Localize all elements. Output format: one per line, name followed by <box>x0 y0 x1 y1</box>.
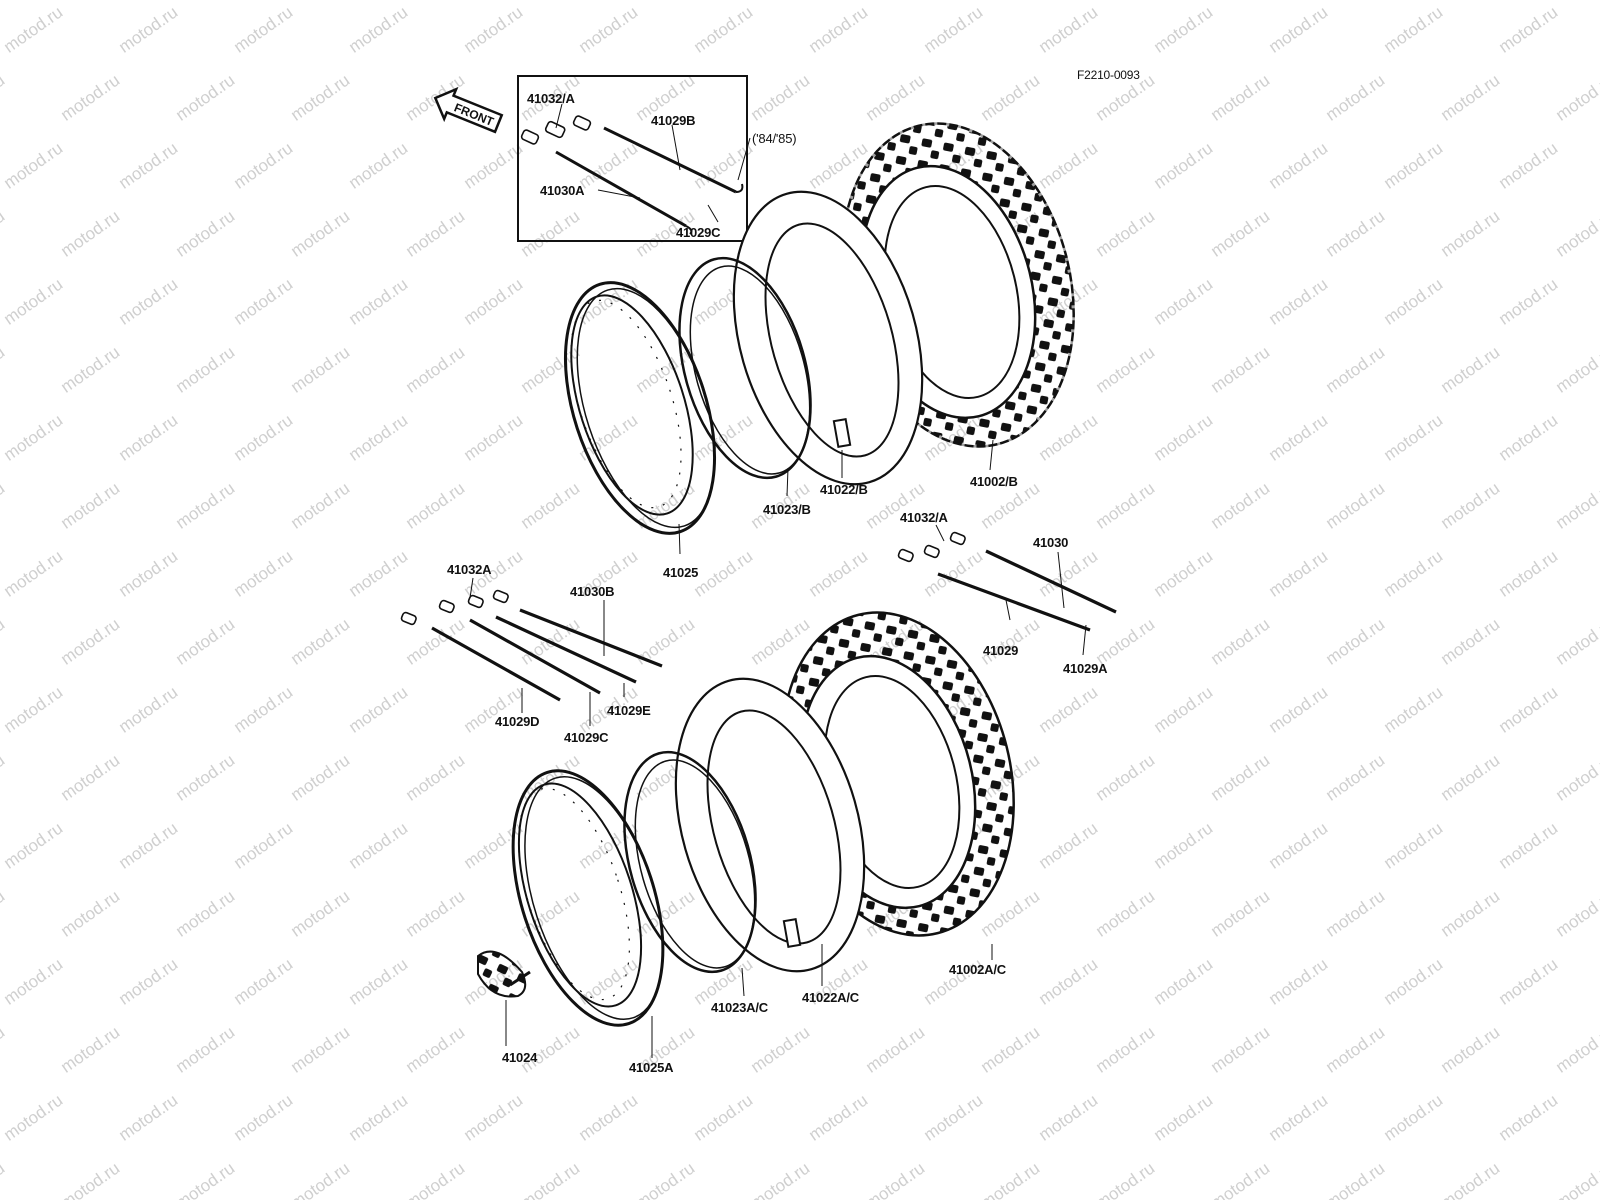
front-rim-band <box>678 256 812 480</box>
rear-rim <box>511 769 665 1027</box>
label-front-spoke-2: 41029 <box>983 643 1019 658</box>
label-rear-tube: 41022A/C <box>802 990 859 1005</box>
label-rear-rim: 41025A <box>629 1060 674 1075</box>
inset-label-spoke-c: 41029C <box>676 225 721 240</box>
label-front-spoke-3: 41029A <box>1063 661 1108 676</box>
label-rear-spoke-2: 41029D <box>495 714 540 729</box>
rear-spoke-set <box>400 577 663 726</box>
label-front-tube: 41022/B <box>820 482 868 497</box>
front-rim <box>563 281 717 535</box>
front-spoke-set <box>897 524 1117 656</box>
front-tube <box>732 190 924 486</box>
figure-code: F2210-0093 <box>1077 68 1140 82</box>
rim-lock <box>477 950 531 998</box>
inset-label-spoke-b: 41029B <box>651 113 696 128</box>
label-front-nipple: 41032/A <box>900 510 948 525</box>
inset-leaders <box>555 103 751 223</box>
label-front-tire: 41002/B <box>970 474 1018 489</box>
front-wheel-leaders <box>678 439 994 555</box>
inset-note-years: ('84/'85) <box>752 131 797 146</box>
label-front-spoke-1: 41030 <box>1033 535 1069 550</box>
label-rear-spoke-1: 41030B <box>570 584 615 599</box>
front-arrow-icon: FRONT <box>433 86 504 134</box>
rear-wheel-leaders <box>505 944 993 1058</box>
inset-label-spoke-a: 41030A <box>540 183 585 198</box>
label-rim-lock: 41024 <box>502 1050 538 1065</box>
inset-spokes <box>555 126 744 235</box>
label-rear-spoke-3: 41029C <box>564 730 609 745</box>
inset-nipples <box>520 115 592 145</box>
label-rear-nipple: 41032A <box>447 562 492 577</box>
label-rear-tire: 41002A/C <box>949 962 1006 977</box>
label-front-rim-band: 41023/B <box>763 502 811 517</box>
rear-tube <box>674 677 866 973</box>
inset-label-nipple: 41032/A <box>527 91 575 106</box>
label-front-rim: 41025 <box>663 565 699 580</box>
rear-rim-band <box>623 750 757 974</box>
label-rear-rim-band: 41023A/C <box>711 1000 768 1015</box>
inset-box <box>517 75 748 242</box>
label-rear-spoke-4: 41029E <box>607 703 651 718</box>
